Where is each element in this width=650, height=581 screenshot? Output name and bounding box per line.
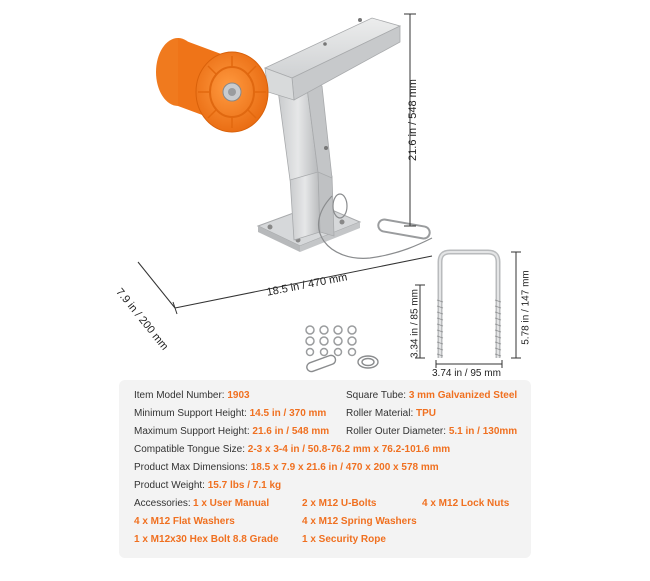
accessory-spring-washers: 4 x M12 Spring Washers <box>302 516 417 527</box>
spec-max-dimensions: Product Max Dimensions: 18.5 x 7.9 x 21.… <box>134 462 439 473</box>
spec-item-model: Item Model Number: 1903 <box>134 390 250 401</box>
hardware-nuts-washers <box>305 325 357 357</box>
height-dimension-label: 21.6 in / 548 mm <box>407 79 419 161</box>
ubolt-inner-height-label: 3.34 in / 85 mm <box>409 289 421 358</box>
ubolt-width-label: 3.74 in / 95 mm <box>432 368 501 379</box>
spec-min-height: Minimum Support Height: 14.5 in / 370 mm <box>134 408 327 419</box>
spec-roller-diameter: Roller Outer Diameter: 5.1 in / 130mm <box>346 426 518 437</box>
u-bolt <box>436 249 502 358</box>
keel-roller <box>156 38 269 133</box>
spec-panel <box>119 380 531 558</box>
hardware-carabiner-rope <box>306 354 379 373</box>
security-rope <box>318 193 433 259</box>
horizontal-arm <box>263 17 402 101</box>
accessory-user-manual: 1 x User Manual <box>193 498 270 509</box>
width-dimension-line <box>137 261 176 309</box>
spec-square-tube: Square Tube: 3 mm Galvanized Steel <box>346 390 518 401</box>
spec-accessories-label: Accessories: <box>134 498 191 509</box>
spec-tongue-size: Compatible Tongue Size: 2-3 x 3-4 in / 5… <box>134 444 451 455</box>
spec-weight: Product Weight: 15.7 lbs / 7.1 kg <box>134 480 282 491</box>
accessory-lock-nuts: 4 x M12 Lock Nuts <box>422 498 510 509</box>
accessory-flat-washers: 4 x M12 Flat Washers <box>134 516 235 527</box>
spec-roller-material: Roller Material: TPU <box>346 408 437 419</box>
accessory-u-bolts: 2 x M12 U-Bolts <box>302 498 377 509</box>
height-dimension-line <box>404 13 416 227</box>
accessory-security-rope: 1 x Security Rope <box>302 534 386 545</box>
ubolt-dimension-lines <box>415 251 521 368</box>
ubolt-outer-height-label: 5.78 in / 147 mm <box>520 270 532 345</box>
accessory-hex-bolt: 1 x M12x30 Hex Bolt 8.8 Grade <box>134 534 279 545</box>
spec-max-height: Maximum Support Height: 21.6 in / 548 mm <box>134 426 330 437</box>
